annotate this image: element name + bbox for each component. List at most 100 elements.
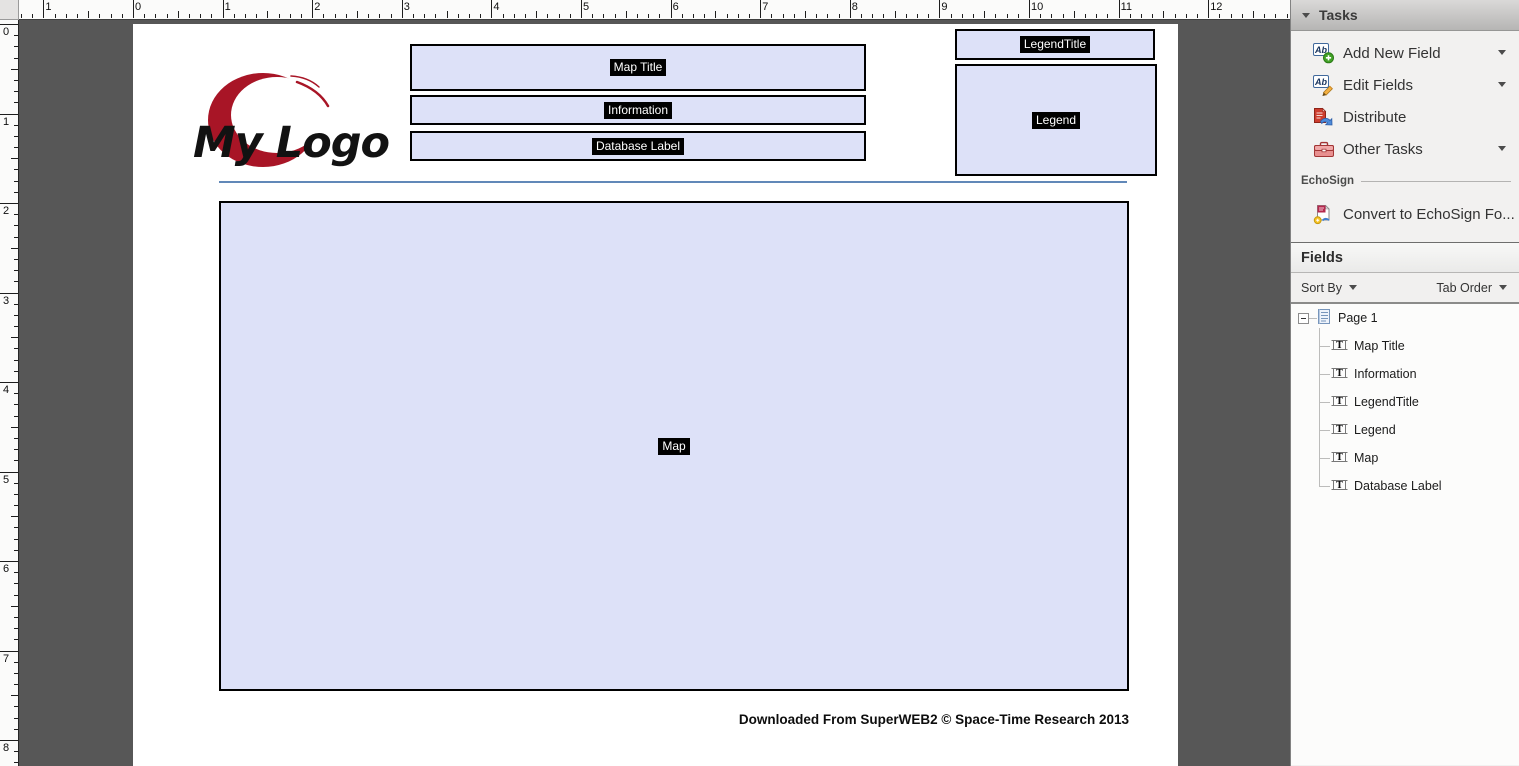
tree-item-label: Map: [1354, 451, 1379, 465]
tree-item-map[interactable]: T Map: [1291, 444, 1519, 472]
field-name-badge: LegendTitle: [1019, 36, 1091, 53]
fields-panel-title: Fields: [1301, 249, 1343, 266]
ruler-number: 5: [583, 1, 590, 13]
svg-text:T: T: [1336, 341, 1343, 351]
text-field-icon: T: [1331, 367, 1348, 382]
ruler-number: 6: [672, 1, 679, 13]
echosign-section-label: EchoSign: [1301, 175, 1355, 187]
page-icon: [1317, 308, 1332, 328]
fields-panel-header: Fields: [1291, 242, 1519, 273]
ruler-number: 0: [3, 26, 10, 38]
field-name-badge: Legend: [1031, 111, 1081, 129]
sort-by-dropdown[interactable]: Sort By: [1301, 281, 1357, 295]
ruler-number: 10: [1031, 1, 1044, 13]
dropdown-caret-icon[interactable]: [1498, 146, 1506, 151]
svg-text:Ab: Ab: [1314, 77, 1327, 87]
dropdown-caret-icon[interactable]: [1498, 50, 1506, 55]
ruler-number: 7: [762, 1, 769, 13]
logo-text: My Logo: [193, 118, 390, 168]
ruler-number: 7: [3, 652, 10, 665]
blue-divider-line: [219, 181, 1127, 183]
tree-item-legendtitle[interactable]: T LegendTitle: [1291, 388, 1519, 416]
tree-item-label: Information: [1354, 367, 1417, 381]
field-map-title[interactable]: Map Title: [410, 44, 866, 91]
field-name-badge: Map: [658, 437, 690, 455]
svg-text:Ab: Ab: [1314, 45, 1327, 55]
ruler-corner: [0, 0, 19, 20]
other-tasks-button[interactable]: Other Tasks: [1291, 133, 1519, 165]
edit-fields-button[interactable]: Ab Edit Fields: [1291, 69, 1519, 101]
tree-item-database-label[interactable]: T Database Label: [1291, 472, 1519, 500]
fields-sort-row: Sort By Tab Order: [1291, 273, 1519, 304]
ruler-number: 11: [1120, 1, 1133, 13]
ruler-number: 6: [3, 563, 10, 575]
tree-item-label: Database Label: [1354, 479, 1442, 493]
tree-item-label: Map Title: [1354, 339, 1405, 353]
sort-by-caret-icon: [1349, 285, 1357, 290]
ruler-number: 2: [314, 1, 321, 13]
svg-text:T: T: [1336, 453, 1343, 463]
dropdown-caret-icon[interactable]: [1498, 82, 1506, 87]
svg-text:T: T: [1336, 397, 1343, 407]
ruler-number: 1: [45, 1, 52, 13]
field-name-badge: Map Title: [609, 59, 667, 76]
tab-order-label: Tab Order: [1436, 280, 1492, 295]
svg-text:T: T: [1336, 481, 1343, 491]
text-field-icon: T: [1331, 423, 1348, 438]
tab-order-caret-icon: [1499, 285, 1507, 290]
convert-to-echosign-label: Convert to EchoSign Fo...: [1343, 205, 1515, 223]
ruler-number: 9: [941, 1, 948, 13]
field-map[interactable]: Map: [219, 201, 1129, 691]
text-field-icon: T: [1331, 479, 1348, 494]
distribute-button[interactable]: Distribute: [1291, 101, 1519, 133]
ruler-number: 2: [3, 205, 10, 217]
field-information[interactable]: Information: [410, 95, 866, 125]
collapse-minus-icon[interactable]: [1298, 312, 1309, 324]
ruler-number: 4: [3, 384, 10, 396]
field-legend[interactable]: Legend: [955, 64, 1157, 176]
add-new-field-icon: Ab: [1313, 42, 1335, 64]
text-field-icon: T: [1331, 395, 1348, 410]
field-legend-title[interactable]: LegendTitle: [955, 29, 1155, 60]
ruler-number: 12: [1210, 1, 1223, 13]
ruler-number: 3: [403, 1, 410, 13]
sort-by-label: Sort By: [1301, 280, 1342, 295]
my-logo: My Logo: [181, 70, 421, 175]
field-name-badge: Information: [603, 101, 673, 119]
text-field-icon: T: [1331, 451, 1348, 466]
svg-text:T: T: [1336, 369, 1343, 379]
footer-credit: Downloaded From SuperWEB2 © Space-Time R…: [738, 712, 1129, 727]
tree-item-label: LegendTitle: [1354, 395, 1419, 409]
ruler-number: 1: [3, 115, 10, 128]
tree-item-map-title[interactable]: T Map Title: [1291, 332, 1519, 360]
tree-root-label: Page 1: [1338, 311, 1378, 325]
other-tasks-icon: [1313, 139, 1335, 160]
tree-item-page-1[interactable]: Page 1: [1291, 304, 1519, 332]
tab-order-dropdown[interactable]: Tab Order: [1436, 281, 1507, 295]
task-label: Distribute: [1343, 108, 1407, 126]
tasks-panel-title: Tasks: [1319, 7, 1358, 23]
echosign-divider: [1361, 180, 1511, 182]
svg-text:T: T: [1336, 425, 1343, 435]
convert-to-echosign-button[interactable]: Convert to EchoSign Fo...: [1291, 197, 1519, 231]
convert-echosign-icon: [1313, 204, 1335, 225]
echosign-section: EchoSign: [1301, 173, 1511, 189]
ruler-number: 0: [135, 1, 142, 13]
logo-brush-circle-icon: [208, 73, 330, 167]
task-label: Other Tasks: [1343, 140, 1423, 158]
field-name-badge: Database Label: [591, 137, 685, 155]
collapse-caret-icon: [1302, 12, 1310, 18]
tasks-panel-header[interactable]: Tasks: [1291, 0, 1519, 31]
tree-item-information[interactable]: T Information: [1291, 360, 1519, 388]
ruler-number: 4: [493, 1, 500, 13]
field-database-label[interactable]: Database Label: [410, 131, 866, 161]
task-label: Edit Fields: [1343, 76, 1414, 94]
